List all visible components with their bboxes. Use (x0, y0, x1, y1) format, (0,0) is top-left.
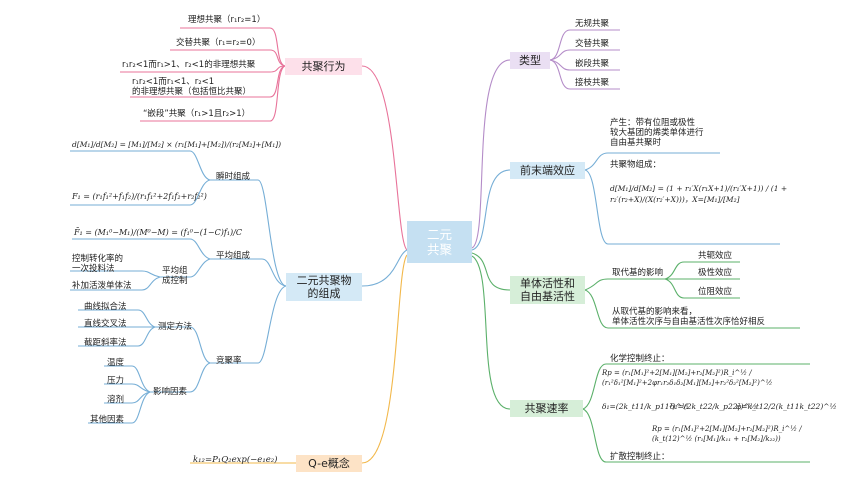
leaf-alternating-type: 交替共聚 (575, 39, 610, 49)
leaf-controlled-conversion-batch-method: 控制转化率的 一次投料法 (72, 254, 124, 274)
leaf-alternating-copolymerization: 交替共聚（r₁=r₂=0） (176, 38, 261, 48)
node-influencing-factors[interactable]: 影响因素 (153, 387, 188, 397)
node-reactivity-ratio[interactable]: 竞聚率 (216, 356, 242, 366)
leaf-polarity-effect: 极性效应 (698, 268, 733, 278)
equation-delta-2: δ₂=(2k_t22/k_p22²)^½ (670, 402, 758, 411)
branch-q-e-concept[interactable]: Q-e概念 (296, 455, 362, 472)
branch-copolymer-composition[interactable]: 二元共聚物 的组成 (286, 273, 362, 301)
leaf-conjugation-effect: 共轭效应 (698, 251, 733, 261)
leaf-pressure: 压力 (107, 376, 125, 386)
leaf-block-copolymerization: 嵌段共聚 (575, 59, 610, 69)
text-activity-conclusion: 从取代基的影响来看， 单体活性次序与自由基活性次序恰好相反 (612, 307, 766, 327)
equation-average-composition: F̄₁ = (M₁⁰−M₁)/(M⁰−M) = (f₁⁰−(1−C)f₁)/C (74, 228, 242, 237)
node-substituent-influence[interactable]: 取代基的影响 (612, 268, 664, 278)
center-node[interactable]: 二元 共聚 (407, 221, 472, 263)
label-chemical-controlled-termination: 化学控制终止： (610, 354, 670, 364)
equation-instant-composition-fraction: F₁ = (r₁f₁²+f₁f₂)/(r₁f₁²+2f₁f₂+r₂f₂²) (72, 192, 207, 201)
label-copolymer-composition: 共聚物组成： (610, 160, 662, 170)
leaf-temperature: 温度 (107, 358, 125, 368)
equation-instant-composition-ratio: d[M₁]/d[M₂] = [M₁]/[M₂] × (r₁[M₁]+[M₂])/… (72, 140, 282, 149)
leaf-curve-fitting-method: 曲线拟合法 (84, 302, 127, 312)
branch-copolymerization-rate[interactable]: 共聚速率 (510, 400, 583, 417)
leaf-block-like-copolymerization: “嵌段”共聚（r₁>1且r₂>1） (143, 109, 251, 119)
equation-rate-diffusion-control: Rp = (r₁[M₁]²+2[M₁][M₂]+r₂[M₂]²)R_i^½ / … (652, 425, 802, 443)
leaf-solvent: 溶剂 (107, 395, 125, 405)
leaf-other-factors: 其他因素 (90, 415, 125, 425)
leaf-nonideal-case-2: r₁r₂<1而r₁<1、r₂<1 的非理想共聚（包括恒比共聚） (132, 77, 252, 97)
branch-monomer-radical-activity[interactable]: 单体活性和 自由基活性 (510, 276, 585, 304)
label-diffusion-controlled-termination: 扩散控制终止： (610, 452, 670, 462)
branch-copolymerization-behavior[interactable]: 共聚行为 (285, 58, 362, 75)
leaf-ideal-copolymerization: 理想共聚（r₁r₂=1） (188, 15, 266, 25)
leaf-intercept-slope-method: 截距斜率法 (84, 338, 127, 348)
node-measurement-methods[interactable]: 测定方法 (158, 322, 193, 332)
leaf-active-monomer-feed-method: 补加活泼单体法 (72, 281, 132, 291)
branch-penultimate-effect[interactable]: 前末端效应 (510, 162, 585, 179)
node-instant-composition[interactable]: 瞬时组成 (216, 172, 251, 182)
leaf-line-intersection-method: 直线交叉法 (84, 319, 127, 329)
leaf-nonideal-case-1: r₁r₂<1而r₁>1、r₂<1的非理想共聚 (122, 60, 256, 70)
node-average-composition-control[interactable]: 平均组 成控制 (162, 266, 188, 286)
leaf-random-copolymerization: 无规共聚 (575, 19, 610, 29)
leaf-graft-copolymerization: 接枝共聚 (575, 78, 610, 88)
equation-penultimate-composition: d[M₁]/d[M₂] = (1 + r₁′X(r₁X+1)/(r₁′X+1))… (610, 184, 788, 204)
equation-rate-chemical-control: Rp = (r₁[M₁]²+2[M₁][M₂]+r₂[M₂]²)R_i^½ / … (602, 369, 773, 387)
node-average-composition[interactable]: 平均组成 (216, 251, 251, 261)
branch-types[interactable]: 类型 (510, 52, 550, 69)
equation-q-e: k₁₂=P₁Q₂exp(−e₁e₂) (193, 455, 278, 465)
text-penultimate-origin: 产生：带有位阻或极性 较大基团的烯类单体进行 自由基共聚时 (610, 118, 704, 148)
equation-delta-1: δ₁=(2k_t11/k_p11²)^½ (602, 402, 690, 411)
equation-phi: φ=k_t12/2(k_t11k_t22)^½ (736, 402, 837, 411)
leaf-steric-effect: 位阻效应 (698, 287, 733, 297)
